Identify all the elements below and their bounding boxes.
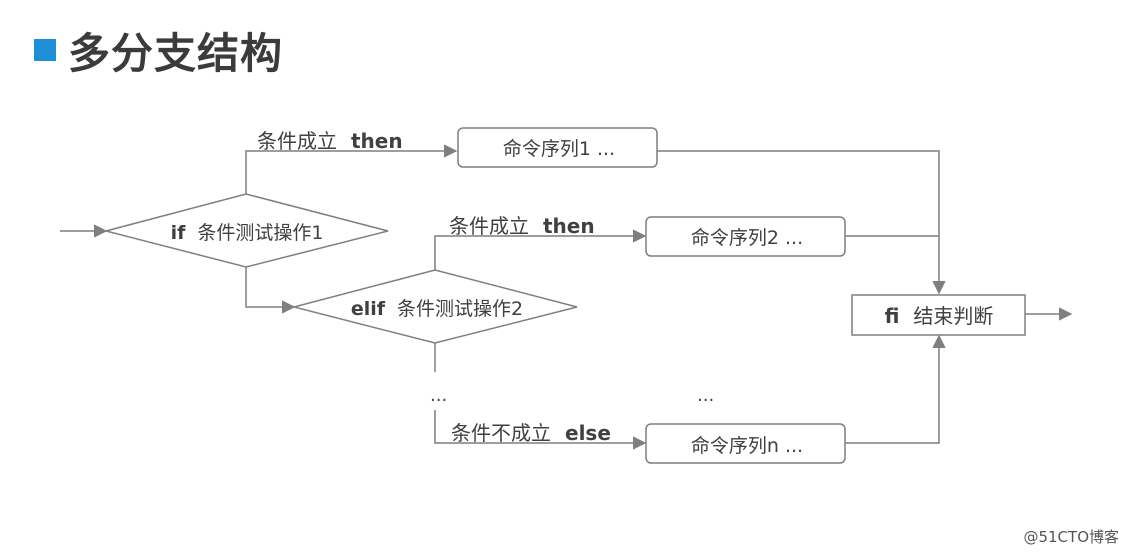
command-1-to-end-line [657,150,946,295]
then-branch-1-line [245,144,458,194]
ellipsis-left: ... [430,385,447,406]
page-title-text: 多分支结构 [68,28,284,78]
end-box [851,294,1026,336]
command-box-1 [457,127,658,168]
decision-if [103,193,389,268]
ellipsis-middle: ... [697,385,714,406]
command-box-1-label: 命令序列1 ... [503,138,615,160]
title-bullet-icon [34,39,56,61]
else-if-line [245,267,296,314]
command-n-to-end-line [845,334,946,444]
then-branch-2-line [434,229,647,270]
else-branch-line [434,410,647,450]
command-box-n-label: 命令序列n ... [691,435,803,457]
page-title: 多分支结构 [34,22,283,78]
watermark: @51CTO博客 [1023,528,1119,546]
decision-elif [291,269,578,344]
command-box-2-label: 命令序列2 ... [691,227,803,249]
